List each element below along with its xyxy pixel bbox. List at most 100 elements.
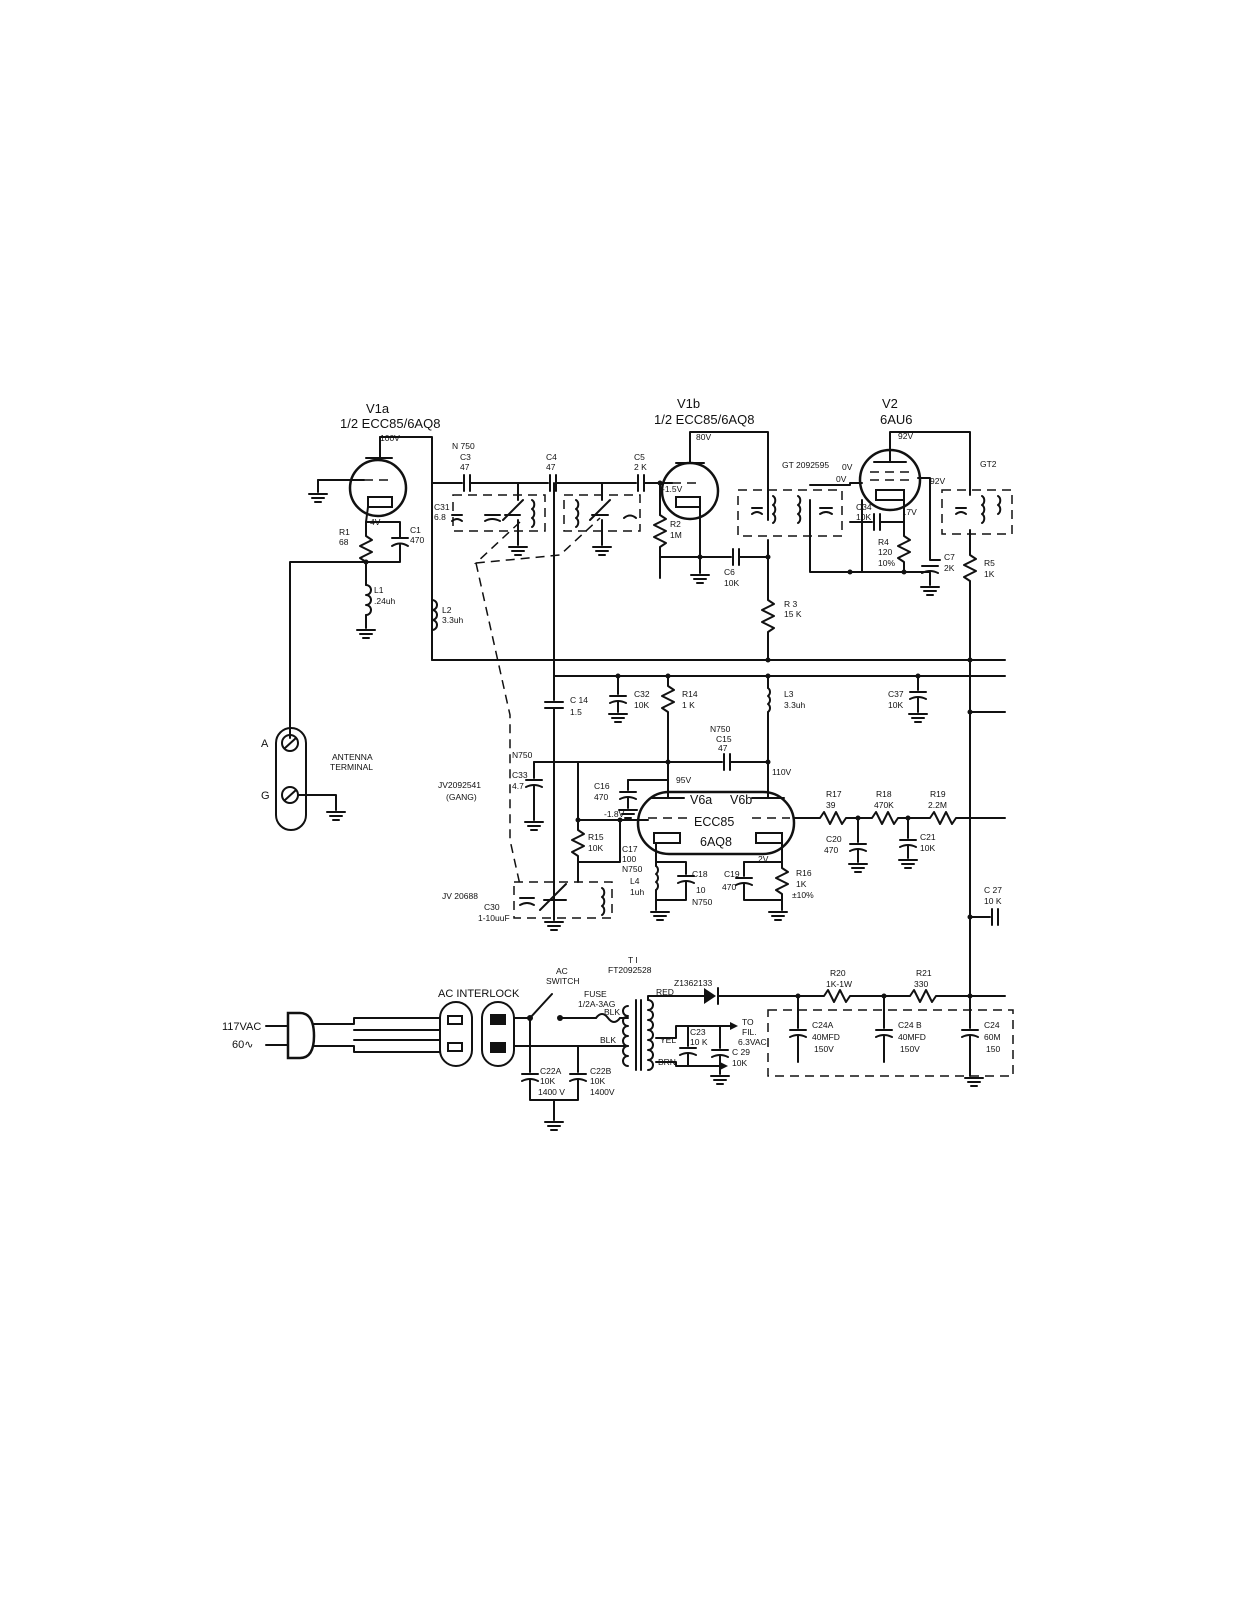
c27-label: C 27	[984, 885, 1002, 895]
l2-value: 3.3uh	[442, 615, 464, 625]
c33-n750: N750	[512, 750, 533, 760]
r5-value: 1K	[984, 569, 995, 579]
c18-label: C18	[692, 869, 708, 879]
antenna-g: G	[261, 790, 270, 802]
v6-type-1: ECC85	[694, 815, 734, 829]
r2-value: 1M	[670, 530, 682, 540]
c33-label: C33	[512, 770, 528, 780]
c17-n750: N750	[622, 864, 643, 874]
r1-label: R1	[339, 527, 350, 537]
c7-value: 2K	[944, 563, 955, 573]
l4-label: L4	[630, 876, 640, 886]
c17-label: C17	[622, 844, 638, 854]
v6a-name: V6a	[690, 793, 712, 807]
v6-type-2: 6AQ8	[700, 835, 732, 849]
fuse-value: 1/2A-3AG	[578, 999, 615, 1009]
c15-label: C15	[716, 734, 732, 744]
c1-value: 470	[410, 535, 424, 545]
r14-label: R14	[682, 689, 698, 699]
fuse-label: FUSE	[584, 989, 607, 999]
v2-cathode-voltage: .7V	[904, 507, 917, 517]
c16-label: C16	[594, 781, 610, 791]
c24b-value: 40MFD	[898, 1032, 926, 1042]
v1b-name: V1b	[677, 396, 700, 411]
l3-value: 3.3uh	[784, 700, 806, 710]
v6-tube	[636, 790, 796, 856]
c24b-label: C24 B	[898, 1020, 922, 1030]
to-fil-label-2: FIL.	[742, 1027, 757, 1037]
v1b-grid-voltage: -1.5V	[662, 484, 683, 494]
v6-stage: C32 10K R14 1 K L3 3.3uh C37 10K N750 C1…	[438, 659, 1006, 1001]
diode-label: Z1362133	[674, 978, 713, 988]
c31-label: C31	[434, 502, 450, 512]
v2-plate-voltage: 92V	[898, 431, 913, 441]
v2-screen-voltage: 92V	[930, 476, 945, 486]
wire-blk-1: BLK	[604, 1007, 620, 1017]
r4-value: 120	[878, 547, 892, 557]
c27-value: 10 K	[984, 896, 1002, 906]
r19-label: R19	[930, 789, 946, 799]
r4-label: R4	[878, 537, 889, 547]
wire-blk-2: BLK	[600, 1035, 616, 1045]
ac-switch-label-2: SWITCH	[546, 976, 580, 986]
c14-label: C 14	[570, 695, 588, 705]
v1a-type: 1/2 ECC85/6AQ8	[340, 416, 440, 431]
c16-value: 470	[594, 792, 608, 802]
v6b-name: V6b	[730, 793, 752, 807]
ac-switch-label: AC	[556, 966, 568, 976]
v1a-tube	[348, 458, 408, 518]
c6-value: 10K	[724, 578, 739, 588]
r4-tolerance: 10%	[878, 558, 895, 568]
v6a-plate-voltage: 95V	[676, 775, 691, 785]
v2-g1b-voltage: 0V	[836, 474, 847, 484]
r15-label: R15	[588, 832, 604, 842]
gt1-label: GT 2092595	[782, 460, 829, 470]
l4-value: 1uh	[630, 887, 644, 897]
r5-label: R5	[984, 558, 995, 568]
r16-label: R16	[796, 868, 812, 878]
v2-name: V2	[882, 396, 898, 411]
r14-value: 1 K	[682, 700, 695, 710]
r21-value: 330	[914, 979, 928, 989]
c24a-label: C24A	[812, 1020, 834, 1030]
ac-interlock-label: AC INTERLOCK	[438, 988, 520, 1000]
jv1-gang: (GANG)	[446, 792, 477, 802]
r2-label: R2	[670, 519, 681, 529]
t1-part: FT2092528	[608, 965, 652, 975]
r15-value: 10K	[588, 843, 603, 853]
c19-label: C19	[724, 869, 740, 879]
c29-label: C 29	[732, 1047, 750, 1057]
c29-value: 10K	[732, 1058, 747, 1068]
antenna-label-2: TERMINAL	[330, 762, 373, 772]
c37-value: 10K	[888, 700, 903, 710]
c14-value: 1.5	[570, 707, 582, 717]
r17-label: R17	[826, 789, 842, 799]
c20-label: C20	[826, 834, 842, 844]
c33-value: 4.7	[512, 781, 524, 791]
c22a-voltage: 1400 V	[538, 1087, 565, 1097]
c1-label: C1	[410, 525, 421, 535]
l1-value: .24uh	[374, 596, 396, 606]
v1a-name: V1a	[366, 401, 390, 416]
c37-label: C37	[888, 689, 904, 699]
c24c-value: 60M	[984, 1032, 1001, 1042]
c7-label: C7	[944, 552, 955, 562]
c32-label: C32	[634, 689, 650, 699]
v1a-plate-voltage: 100V	[380, 433, 400, 443]
v1b-plate-voltage: 80V	[696, 432, 711, 442]
c24a-value: 40MFD	[812, 1032, 840, 1042]
r21-label: R21	[916, 968, 932, 978]
jv1-label: JV2092541	[438, 780, 481, 790]
r3-value: 15 K	[784, 609, 802, 619]
c19-value: 470	[722, 882, 736, 892]
c24a-voltage: 150V	[814, 1044, 834, 1054]
l1-label: L1	[374, 585, 384, 595]
to-fil-label-3: 6.3VAC	[738, 1037, 767, 1047]
r16-tolerance: ±10%	[792, 890, 814, 900]
n750-top: N 750	[452, 441, 475, 451]
c3-label: C3	[460, 452, 471, 462]
c4-label: C4	[546, 452, 557, 462]
v6b-plate-voltage: 110V	[772, 767, 792, 777]
c21-label: C21	[920, 832, 936, 842]
r1-value: 68	[339, 537, 349, 547]
